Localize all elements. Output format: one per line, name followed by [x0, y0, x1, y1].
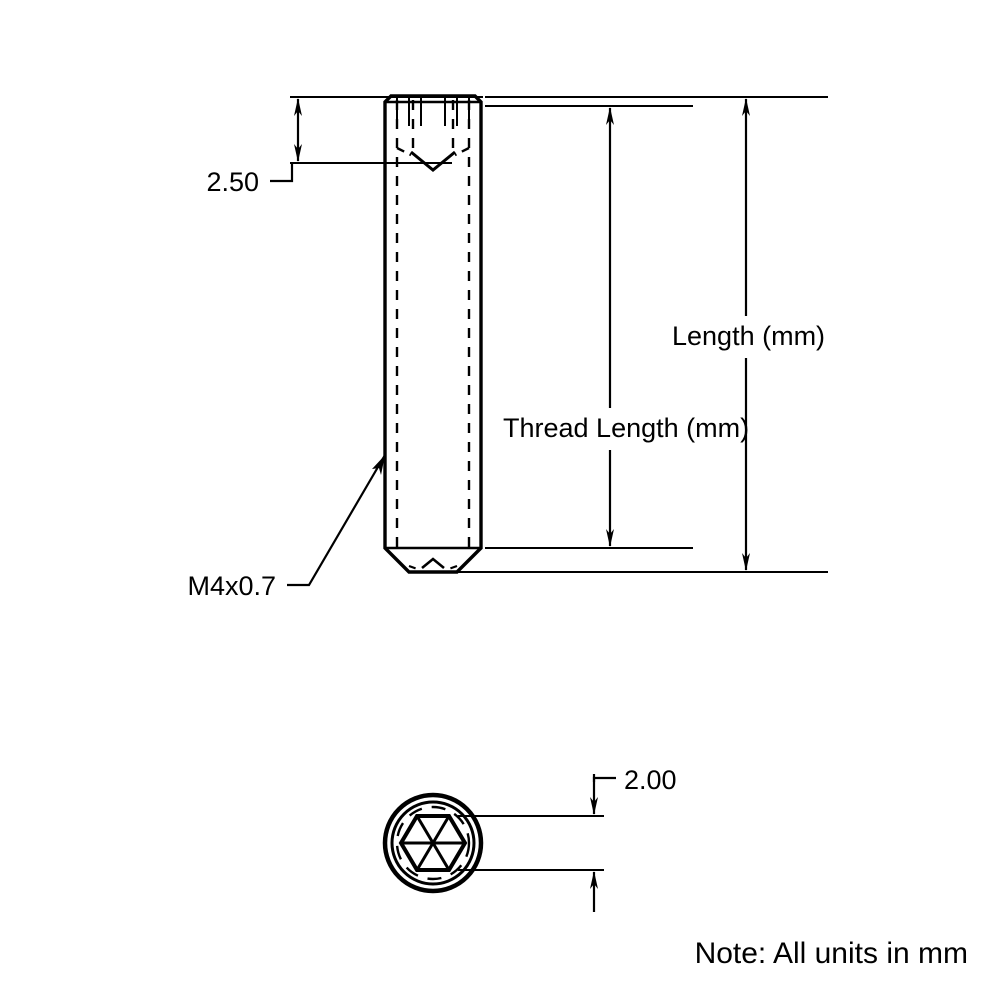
- hex-across-flats-label: 2.00: [624, 765, 677, 795]
- screw-body-outline: [383, 94, 483, 574]
- thread-callout-label: M4x0.7: [187, 571, 276, 601]
- thread-callout: M4x0.7: [187, 454, 386, 601]
- dimension-hex-across-flats: 2.00: [458, 765, 677, 912]
- socket-depth-label: 2.50: [206, 167, 259, 197]
- units-note: Note: All units in mm: [695, 937, 968, 970]
- arrowhead-up: [742, 98, 750, 116]
- dimension-leader: [270, 163, 294, 183]
- arrowhead-down: [606, 529, 614, 547]
- arrowhead-up: [590, 871, 598, 889]
- arrowhead-down: [590, 797, 598, 815]
- thread-callout-leader: [287, 454, 386, 587]
- thread-length-label-mask: [497, 408, 737, 450]
- major-diameter-circle: [390, 800, 476, 886]
- cone-point-detail: [408, 557, 458, 572]
- dimension-thread-length: Thread Length (mm): [485, 105, 749, 549]
- arrowhead-up: [606, 107, 614, 125]
- side-elevation-view: 2.50 M4x0.7 Thread Length (mm): [187, 94, 831, 601]
- dimension-socket-depth: 2.50: [206, 96, 483, 197]
- overall-length-label-mask: [666, 316, 831, 358]
- hex-socket-hidden-lines: [411, 100, 455, 152]
- dimension-overall-length: Length (mm): [455, 96, 831, 573]
- minor-diameter-hidden-circle: [395, 805, 471, 881]
- arrowhead-down: [742, 553, 750, 571]
- thread-minor-diameter-hidden-lines: [395, 100, 471, 556]
- overall-length-label: Length (mm): [672, 321, 825, 351]
- hex-socket-cone-lines: [401, 815, 465, 871]
- thread-crest-ticks: [396, 96, 470, 126]
- thread-callout-arrowhead: [372, 455, 385, 475]
- dimension-leader: [592, 776, 616, 782]
- outer-diameter-circle: [382, 792, 484, 894]
- end-view: 2.00: [382, 765, 677, 912]
- thread-length-label: Thread Length (mm): [503, 413, 749, 443]
- hex-socket-cone-bottom: [396, 146, 470, 172]
- arrowhead-up: [294, 98, 302, 116]
- arrowhead-down: [294, 144, 302, 162]
